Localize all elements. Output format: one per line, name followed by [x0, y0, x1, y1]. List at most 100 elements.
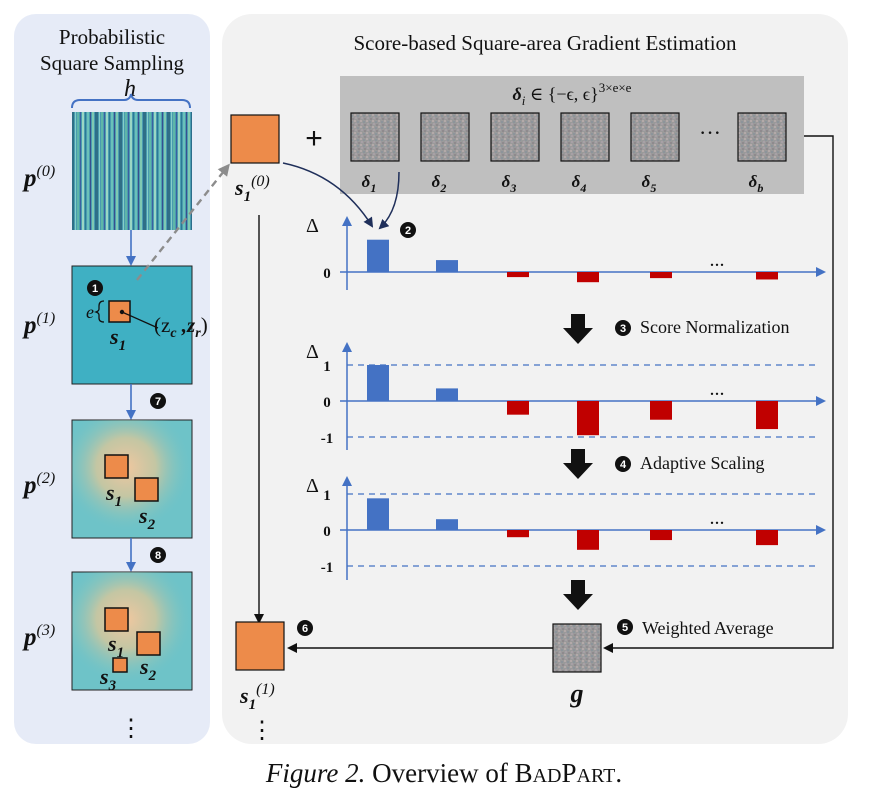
caption-text-before: Overview of — [365, 758, 515, 788]
chart-2-tick-label: 0 — [323, 395, 331, 411]
delta-chart-1: Δ 0... — [306, 215, 826, 290]
left-vdots: ⋮ — [119, 716, 143, 742]
zc-zr-pointer — [121, 311, 159, 329]
s1-1-label: s1(1) — [239, 681, 275, 713]
chart-3-delta-label: Δ — [306, 475, 319, 497]
chart-3-tick-label: 1 — [323, 488, 331, 504]
chart-2-bar — [577, 401, 599, 436]
delta-1-label: δ1 — [362, 172, 377, 195]
p2-label: p(2) — [22, 470, 55, 499]
chart-2-tick-label: 1 — [323, 359, 331, 375]
chart-2-bar — [650, 401, 672, 420]
s1-0-square — [230, 114, 280, 164]
delta-3-square — [490, 112, 540, 162]
step-3-down-arrow — [563, 314, 593, 344]
s1-label-p2: s1 — [105, 480, 122, 510]
delta1-to-chart-curve — [378, 171, 400, 230]
s1-label-p1: s1 — [109, 324, 126, 354]
chart-1-delta-label: Δ — [306, 215, 319, 237]
chart-3-bar — [367, 498, 389, 530]
s3-label-p3: s3 — [99, 664, 117, 694]
delta-6-square — [737, 112, 787, 162]
chart-1-bar — [436, 260, 458, 272]
plus-sign: + — [305, 122, 323, 155]
chart-1-bar — [507, 272, 529, 278]
s1-0-label: s1(0) — [234, 173, 270, 205]
step-5-badge — [617, 619, 633, 635]
delta-6-label: δb — [749, 172, 764, 195]
step-1-number: 1 — [92, 283, 98, 295]
step-1-badge — [87, 280, 103, 296]
s3-square-p3 — [112, 657, 128, 673]
chart-1-bar — [367, 239, 389, 272]
step-4-number: 4 — [620, 459, 627, 471]
s1-to-s1-0-dashed-arrow — [136, 163, 230, 281]
chart-3-bar — [650, 530, 672, 541]
figure-caption: Figure 2. Overview of BADPART. — [0, 758, 888, 789]
chart-1-tick-label: 0 — [323, 266, 331, 282]
h-brace — [71, 93, 191, 109]
chart-1-ellipsis: ... — [710, 249, 725, 271]
step-7-badge — [150, 393, 166, 409]
s2-square-p2 — [134, 477, 159, 502]
chart-2-bar — [367, 365, 389, 401]
chart-3-bar — [756, 530, 778, 546]
delta-set-formula: δi ∈ {−ϵ, ϵ}3×e×e — [513, 80, 632, 108]
zc-zr-label: (zc ,zr) — [154, 313, 208, 341]
caption-figure-number: Figure 2. — [265, 758, 366, 788]
chart-3-bar — [577, 530, 599, 550]
caption-badpart: BADPART — [514, 758, 616, 788]
delta-ellipsis: ··· — [699, 120, 721, 145]
step-3-label: Score Normalization — [640, 317, 789, 337]
chart-3-bar — [507, 530, 529, 538]
s2-label-p2: s2 — [138, 503, 156, 533]
chart-3-tick-label: 0 — [323, 524, 331, 540]
right-panel — [222, 14, 848, 744]
s1-1-square — [235, 621, 285, 671]
p1-label: p(1) — [22, 310, 55, 339]
delta-chart-2: Δ10-1... — [306, 341, 826, 450]
s2-label-p3: s2 — [139, 654, 157, 684]
s2-square-p3 — [136, 631, 161, 656]
e-brace — [93, 300, 105, 323]
step-5-number: 5 — [622, 622, 628, 634]
s1-square-p3 — [104, 607, 129, 632]
p3-label: p(3) — [22, 622, 55, 651]
e-label: e — [86, 302, 94, 322]
right-vdots: ⋮ — [250, 718, 274, 744]
step-4-badge — [615, 456, 631, 472]
step-7-number: 7 — [155, 396, 161, 408]
s1-square-p1 — [108, 300, 131, 323]
step-3-number: 3 — [620, 323, 626, 335]
delta-4-square — [560, 112, 610, 162]
delta-2-square — [420, 112, 470, 162]
p0-map — [72, 112, 192, 230]
p0-label: p(0) — [22, 163, 55, 192]
chart-1-bar — [577, 272, 599, 283]
step-3-badge — [615, 320, 631, 336]
step-2-badge — [400, 222, 416, 238]
delta-1-square — [350, 112, 400, 162]
delta-2-label: δ2 — [432, 172, 447, 195]
step-4-down-arrow — [563, 449, 593, 479]
chart-1-bar — [650, 272, 672, 279]
delta-5-label: δ5 — [642, 172, 657, 195]
chart-2-delta-label: Δ — [306, 341, 319, 363]
chart-2-bar — [507, 401, 529, 415]
s1-0-to-chart-curve — [282, 162, 374, 228]
chart-3-tick-label: -1 — [321, 560, 334, 576]
left-panel-title-line2: Square Sampling — [40, 51, 185, 75]
step-5-down-arrow — [563, 580, 593, 610]
chart-3-bar — [436, 519, 458, 530]
step-6-number: 6 — [302, 623, 308, 635]
step-4-label: Adaptive Scaling — [640, 453, 764, 473]
left-panel-title-line1: Probabilistic — [59, 25, 165, 49]
g-square — [552, 623, 602, 673]
s1-label-p3: s1 — [107, 631, 124, 661]
delta-3-label: δ3 — [502, 172, 517, 195]
step-6-badge — [297, 620, 313, 636]
chart-3-ellipsis: ... — [710, 507, 725, 529]
step-5-label: Weighted Average — [642, 618, 774, 638]
